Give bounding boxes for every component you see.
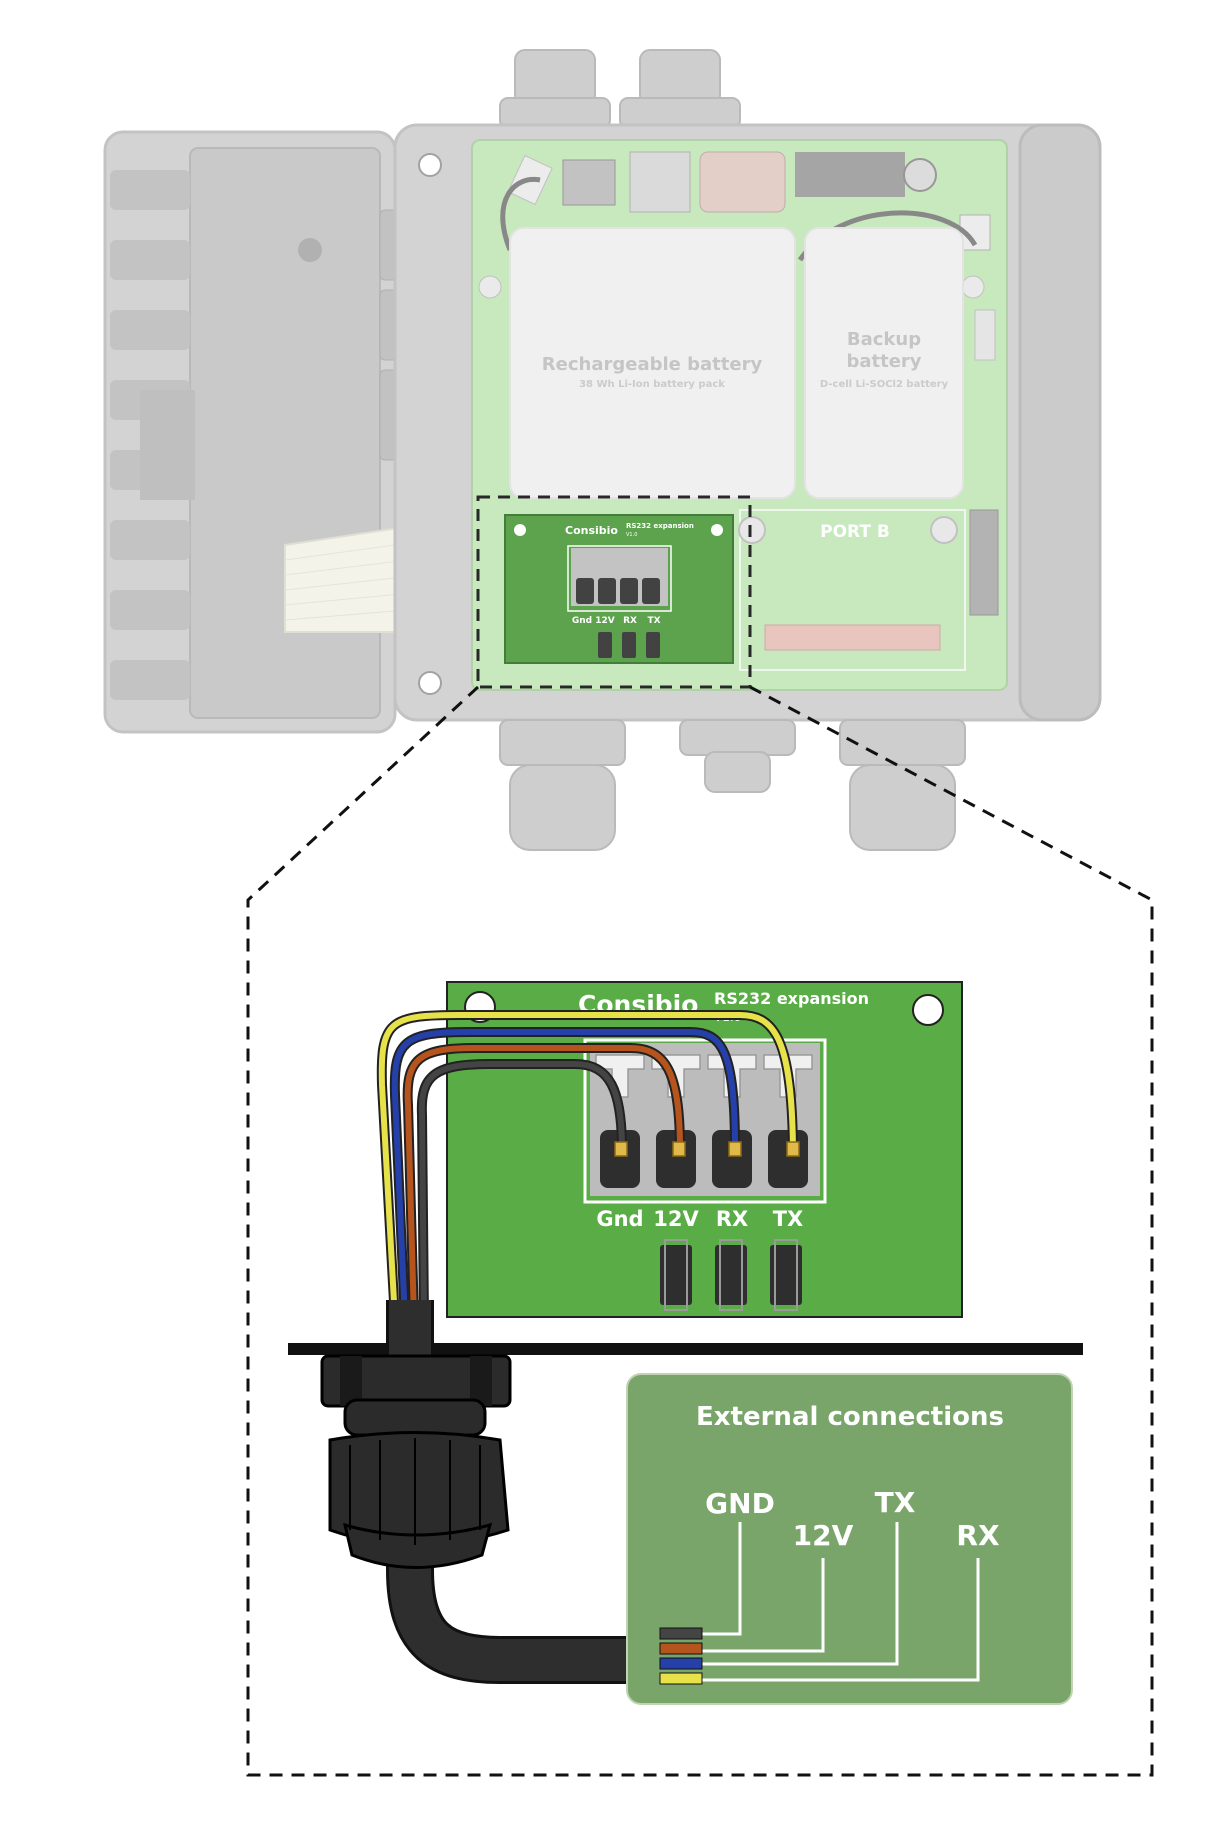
battery-main-title: Rechargeable battery (542, 354, 763, 375)
external-title: External connections (696, 1402, 1004, 1432)
port-b: PORT B (738, 509, 999, 671)
large-board-name: RS232 expansion (714, 989, 869, 1008)
screw-hole (418, 153, 442, 177)
wire-yellow (378, 1012, 796, 1323)
wire-end-yellow (659, 1672, 703, 1685)
small-board-version: V1.0 (626, 532, 637, 538)
ext-label-12v: 12V (793, 1519, 854, 1552)
external-connections-panel: External connections GND 12V TX RX (626, 1373, 1073, 1705)
enclosure-wall (288, 1343, 1083, 1355)
battery-backup-subtitle: D-cell Li-SOCl2 battery (820, 379, 949, 390)
wire-end-brown (659, 1642, 703, 1655)
pin-12v-label: 12V (653, 1207, 699, 1231)
ext-label-tx: TX (875, 1486, 916, 1519)
small-pin-tx: TX (647, 616, 660, 626)
wire-end-black (659, 1627, 703, 1640)
screw-hole (418, 671, 442, 695)
wire-brown (404, 1045, 683, 1323)
top-connectors (499, 49, 741, 129)
small-board-brand: Consibio (565, 524, 618, 537)
stripped-wire-ends (659, 1627, 703, 1685)
rechargeable-battery: Rechargeable battery 38 Wh Li-Ion batter… (509, 227, 796, 499)
pin-rx-label: RX (716, 1207, 748, 1231)
rs232-board-small: Consibio RS232 expansion V1.0 Gnd 12V RX… (504, 514, 734, 664)
external-leader-lines (700, 1522, 980, 1682)
diodes (660, 1239, 802, 1311)
bottom-glands (499, 719, 966, 851)
pin-tx-label: TX (773, 1207, 804, 1231)
wire-ferrules (614, 1141, 800, 1157)
pcb-components (478, 151, 996, 361)
port-b-label: PORT B (820, 522, 890, 542)
battery-backup-title-1: Backup (847, 329, 921, 350)
pin-gnd-label: Gnd (596, 1207, 643, 1231)
cable-gland (320, 1354, 512, 1569)
small-pin-rx: RX (623, 616, 637, 626)
enclosure-lid (103, 130, 411, 734)
backup-battery: Backup battery D-cell Li-SOCl2 battery (804, 227, 964, 499)
callout-outline (246, 685, 1154, 1777)
wire-end-blue (659, 1657, 703, 1670)
enclosure: Rechargeable battery 38 Wh Li-Ion batter… (103, 49, 1102, 851)
battery-backup-title-2: battery (846, 351, 921, 372)
small-pin-12v: 12V (595, 616, 615, 626)
ext-label-gnd: GND (705, 1487, 775, 1520)
small-pin-gnd: Gnd (572, 616, 592, 626)
battery-main-subtitle: 38 Wh Li-Ion battery pack (579, 379, 725, 390)
wire-blue (391, 1029, 738, 1323)
wires (376, 1010, 798, 1325)
cable (389, 1300, 680, 1681)
wire-black (418, 1061, 625, 1323)
selection-box (476, 495, 752, 689)
ext-label-rx: RX (956, 1519, 1000, 1552)
small-board-name: RS232 expansion (626, 522, 694, 530)
